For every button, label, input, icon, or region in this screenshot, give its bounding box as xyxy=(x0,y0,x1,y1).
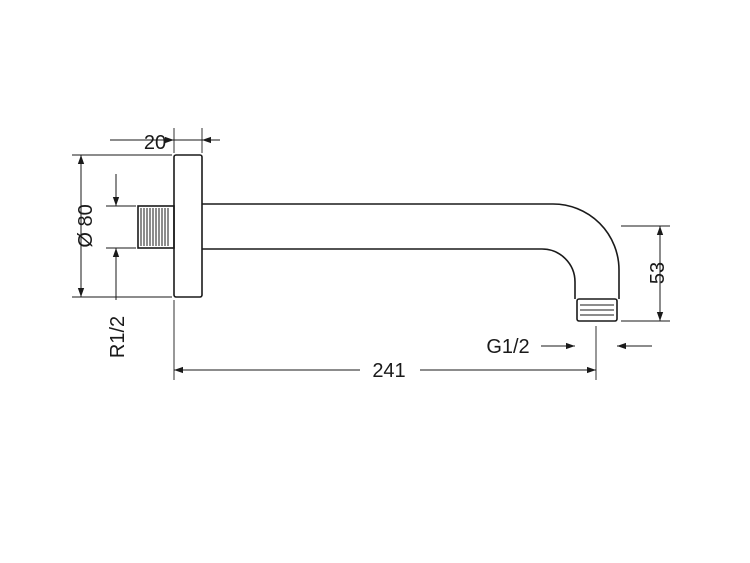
dimension-flange-thickness: 20 xyxy=(110,132,220,154)
drop-label: 53 xyxy=(647,262,669,284)
outlet-thread-label: G1/2 xyxy=(486,336,529,358)
inlet-thread-fitting xyxy=(137,205,175,249)
dimension-projection: 241 xyxy=(174,360,596,382)
inlet-thread-label: R1/2 xyxy=(107,316,129,358)
outlet-thread-fitting xyxy=(576,298,618,322)
projection-label: 241 xyxy=(372,360,405,382)
extension-lines xyxy=(72,128,670,380)
wall-flange xyxy=(173,154,203,298)
shower-arm-pipe xyxy=(202,203,620,299)
dimension-flange-diameter: Ø 80 xyxy=(75,155,97,297)
dimension-inlet-thread: R1/2 xyxy=(107,174,129,358)
dimension-drop: 53 xyxy=(647,226,669,321)
dimension-outlet-thread: G1/2 xyxy=(486,336,652,358)
flange-thickness-label: 20 xyxy=(144,132,166,154)
flange-diameter-label: Ø 80 xyxy=(75,204,97,247)
